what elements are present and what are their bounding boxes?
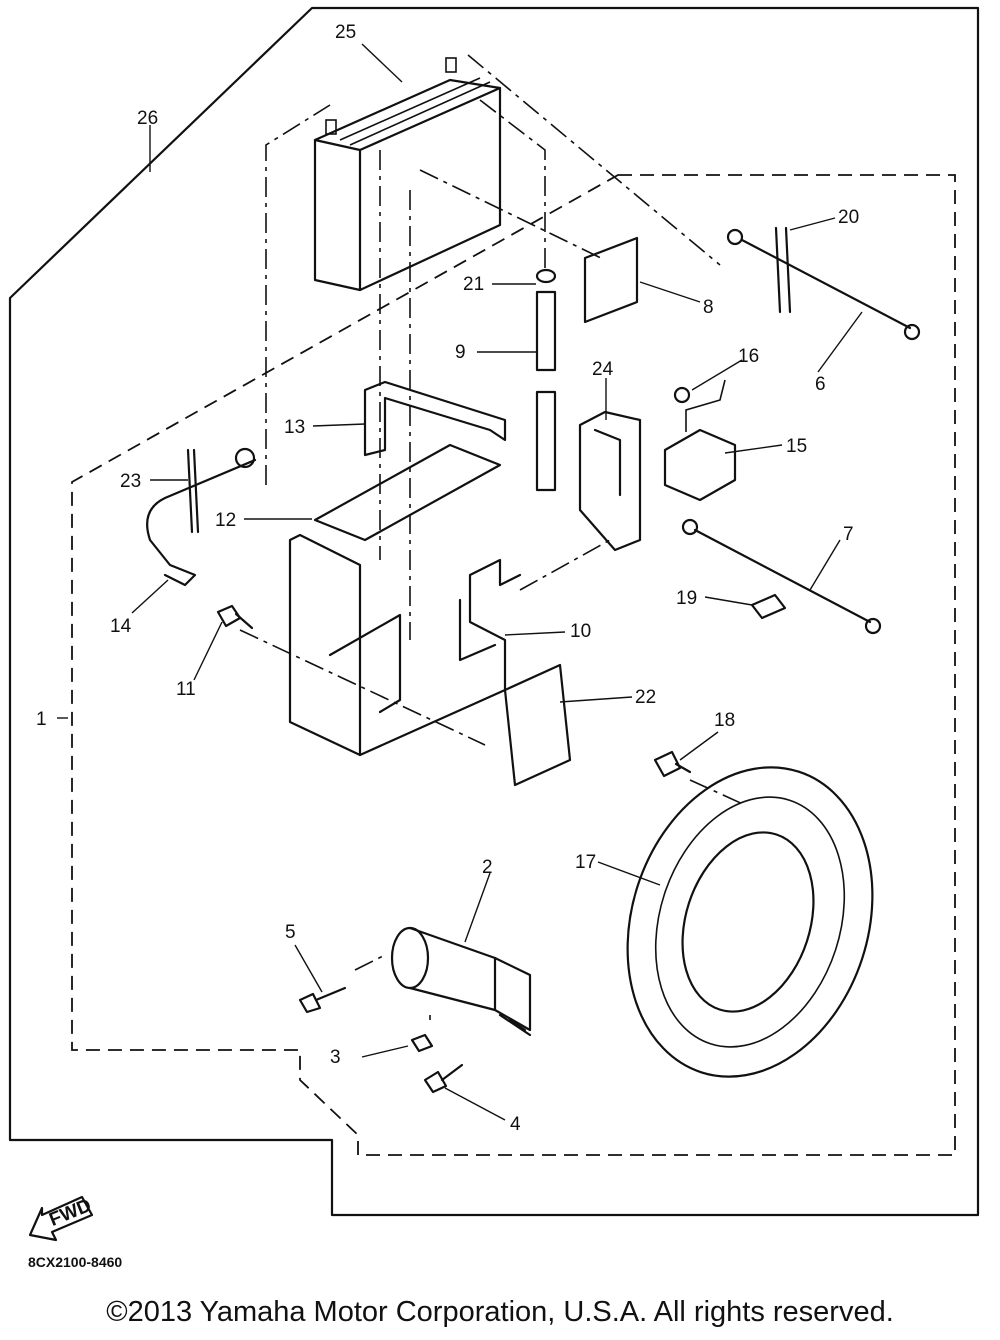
callout-5: 5 [285, 922, 296, 943]
bolt-18 [653, 750, 692, 778]
parts-diagram: 1 2 3 4 5 6 7 8 9 10 11 12 13 14 15 16 1… [8, 6, 980, 1242]
starter-motor [390, 926, 532, 1037]
callout-20: 20 [838, 207, 859, 228]
callout-8: 8 [703, 297, 714, 318]
breather-hose [535, 268, 557, 492]
callout-4: 4 [510, 1114, 521, 1135]
battery [313, 57, 502, 292]
battery-band [363, 380, 507, 457]
connection-lines [239, 54, 746, 1020]
terminal-cover [578, 410, 642, 552]
callout-13: 13 [284, 417, 305, 438]
leader-lines [57, 43, 863, 1121]
starter-relay [663, 379, 737, 502]
callout-15: 15 [786, 436, 807, 457]
callout-16: 16 [738, 346, 759, 367]
callout-9: 9 [455, 342, 466, 363]
callout-2: 2 [482, 857, 493, 878]
bolt-11 [216, 604, 254, 630]
inner-group-boundary [71, 174, 956, 1156]
wire-harness [146, 447, 257, 587]
bolt-5 [298, 986, 347, 1014]
callout-21: 21 [463, 274, 484, 295]
callout-24: 24 [592, 359, 614, 380]
negative-lead [726, 228, 921, 341]
copyright-notice: ©2013 Yamaha Motor Corporation, U.S.A. A… [106, 1296, 894, 1328]
positive-lead [681, 518, 882, 635]
drive-sprocket [626, 766, 874, 1078]
callout-14: 14 [110, 616, 132, 637]
callout-6: 6 [815, 374, 826, 395]
cable-band-20 [774, 226, 792, 314]
fwd-label: FWD [46, 1195, 94, 1231]
callout-10: 10 [570, 621, 591, 642]
lead-holder [750, 593, 787, 620]
callout-1: 1 [36, 709, 47, 730]
nut-3 [410, 1033, 434, 1053]
battery-sheet [313, 443, 502, 542]
callout-22: 22 [635, 687, 656, 708]
battery-box [288, 533, 522, 757]
callout-23: 23 [120, 471, 141, 492]
callout-17: 17 [575, 852, 596, 873]
drawing-code: 8CX2100-8460 [28, 1254, 123, 1270]
callout-3: 3 [330, 1047, 341, 1068]
battery-pad [583, 236, 639, 324]
callout-7: 7 [843, 524, 854, 545]
callout-12: 12 [215, 510, 236, 531]
protector-plate [503, 663, 572, 787]
callout-18: 18 [714, 710, 735, 731]
callout-25: 25 [335, 22, 356, 43]
fwd-arrow: FWD [28, 1195, 94, 1242]
callout-26: 26 [137, 108, 158, 129]
callout-19: 19 [676, 588, 697, 609]
bolt-4 [423, 1063, 464, 1094]
outer-kit-boundary [8, 6, 980, 1217]
callout-11: 11 [176, 679, 196, 700]
